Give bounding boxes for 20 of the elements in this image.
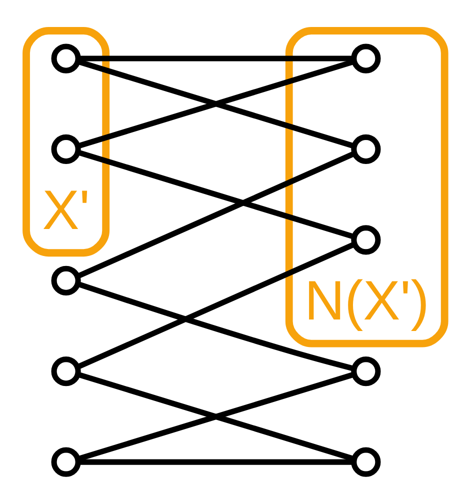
connector [76,150,355,240]
cluster: X' [22,27,110,257]
node-circle [351,44,381,74]
node-circle [51,134,81,164]
connector [76,372,355,462]
node-circle [351,225,381,255]
node-circle [51,447,81,477]
node-circle [51,356,81,386]
connector [76,150,356,279]
connector [78,459,354,465]
connector [76,242,356,370]
connector [78,56,354,62]
connector [76,58,355,149]
node-circle [351,447,381,477]
cluster: N(X') [285,27,448,348]
node-circle [351,134,381,164]
node-circle [51,266,81,296]
node-circle [351,356,381,386]
node-circle [51,44,81,74]
connector [77,281,355,372]
